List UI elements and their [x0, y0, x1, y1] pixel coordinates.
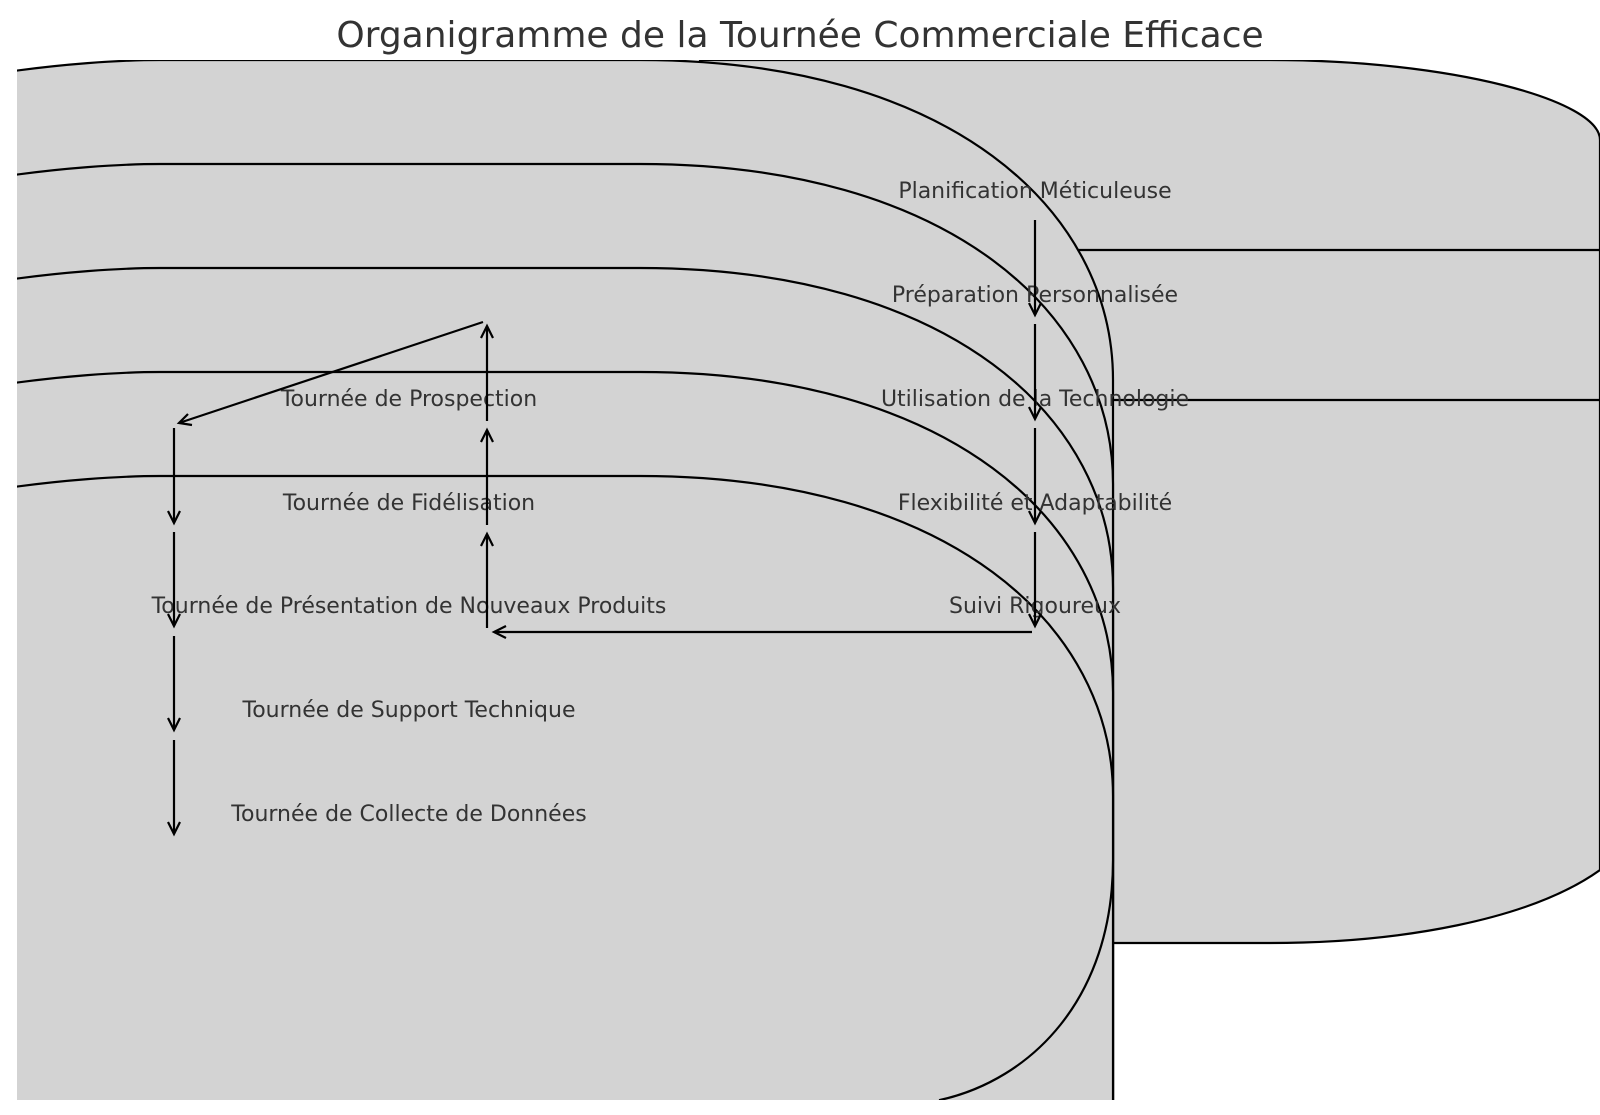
principle-arrows [1028, 220, 1042, 629]
arrow-down-3 [167, 636, 181, 733]
arrow-technologie-to-flexibilite [1028, 428, 1042, 526]
tour-label-collecte-donnees: Tournée de Collecte de Données [230, 802, 586, 827]
arrow-down-1 [167, 428, 181, 526]
tour-up-arrows [480, 323, 494, 628]
bottom-margin [0, 1100, 1600, 1115]
arrow-diagonal-to-left-column [176, 320, 484, 427]
arrow-flexibilite-to-suivi [1028, 532, 1042, 629]
tour-down-arrows [167, 428, 181, 837]
tour-label-support-technique: Tournée de Support Technique [242, 698, 576, 723]
arrow-down-2 [167, 532, 181, 629]
arrow-preparation-to-technologie [1028, 324, 1042, 422]
arrow-down-4 [167, 740, 181, 837]
arrow-suivi-to-tours [491, 625, 1032, 639]
arrow-planification-to-preparation [1028, 220, 1042, 318]
tour-label-nouveaux-produits: Tournée de Présentation de Nouveaux Prod… [151, 594, 667, 619]
diagram-title: Organigramme de la Tournée Commerciale E… [336, 15, 1263, 56]
arrow-up-1 [480, 531, 494, 628]
tour-label-prospection: Tournée de Prospection [280, 387, 537, 412]
box-layer-left [17, 60, 1115, 1100]
arrow-up-3 [480, 323, 494, 421]
arrow-up-2 [480, 427, 494, 525]
tour-label-fidelisation: Tournée de Fidélisation [282, 491, 535, 516]
left-margin [0, 60, 17, 1115]
tour-box-5 [17, 474, 1115, 1100]
principle-label-planification: Planification Méticuleuse [898, 179, 1171, 204]
